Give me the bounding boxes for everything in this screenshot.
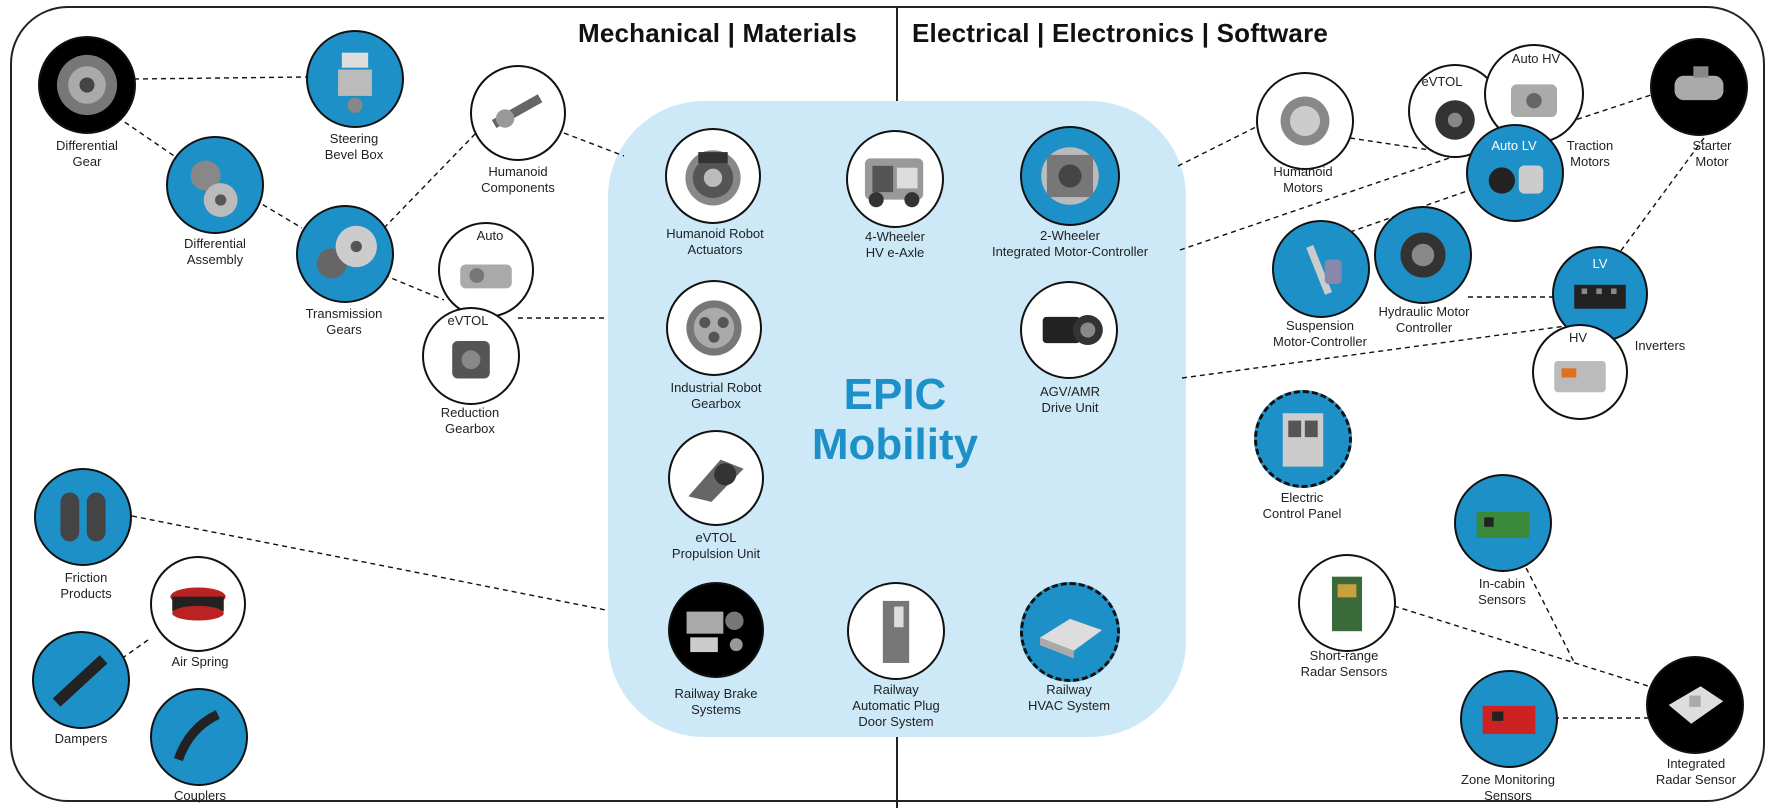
short-range-radar-icon [1298, 554, 1396, 652]
in-cabin-sensors-icon [1454, 474, 1552, 572]
railway-brake-systems-icon [668, 582, 764, 678]
label-dampers: Dampers [54, 731, 108, 746]
railway-door-system-icon [847, 582, 945, 680]
tag-lv: LV [1592, 256, 1608, 271]
evtol-reduction-gearbox-icon [422, 307, 520, 405]
hv-inverter-icon [1532, 324, 1628, 420]
electric-control-panel-icon [1254, 390, 1352, 488]
humanoid-motors-icon [1256, 72, 1354, 170]
link-air-spring-to-dampers [113, 639, 149, 665]
link-center-to-humanoid-motors [1177, 123, 1263, 167]
tag-auto-hv: Auto HV [1511, 51, 1561, 66]
link-humanoid-motors-to-traction [1349, 137, 1431, 151]
evtol-propulsion-unit-icon [668, 430, 764, 526]
center-title-line1: EPIC [843, 370, 947, 419]
steering-bevel-box-icon [306, 30, 404, 128]
tag-evtol-motor: eVTOL [1421, 74, 1463, 89]
auto-lv-traction-motor-icon [1466, 124, 1564, 222]
link-assembly-to-transmission [254, 199, 303, 229]
suspension-motor-controller-icon [1272, 220, 1370, 318]
tag-auto: Auto [476, 228, 504, 243]
dampers-icon [32, 631, 130, 729]
differential-assembly-icon [166, 136, 264, 234]
zone-monitoring-sensors-icon [1460, 670, 1558, 768]
two-wheeler-motor-icon [1020, 126, 1120, 226]
link-center-to-inverters [1181, 325, 1567, 379]
heading-electrical-electronics-software: Electrical | Electronics | Software [912, 18, 1329, 48]
tag-auto-lv: Auto LV [1491, 138, 1537, 153]
label-couplers: Couplers [173, 788, 227, 803]
center-title-line2: Mobility [811, 420, 979, 469]
couplers-icon [150, 688, 248, 786]
link-center-to-traction [1179, 154, 1459, 251]
industrial-robot-gearbox-icon [666, 280, 762, 376]
differential-gear-icon [38, 36, 136, 134]
link-starter-to-inverter [1619, 137, 1705, 253]
railway-hvac-system-icon [1020, 582, 1120, 682]
link-transmission-to-gearbox [383, 274, 445, 301]
four-wheeler-axle-icon [846, 130, 944, 228]
tag-evtol-gearbox: eVTOL [447, 313, 489, 328]
humanoid-robot-actuator-icon [665, 128, 761, 224]
link-humanoid-components-to-center [563, 132, 625, 157]
heading-mechanical-materials: Mechanical | Materials [578, 18, 858, 48]
tag-hv: HV [1568, 330, 1588, 345]
air-spring-icon [150, 556, 246, 652]
hydraulic-motor-controller-icon [1374, 206, 1472, 304]
humanoid-components-icon [470, 65, 566, 161]
auto-reduction-gearbox-icon [438, 222, 534, 318]
link-transmission-to-humanoid-components [383, 132, 477, 229]
transmission-gears-icon [296, 205, 394, 303]
integrated-radar-sensor-icon [1646, 656, 1744, 754]
friction-products-icon [34, 468, 132, 566]
center-title: EPIC Mobility [790, 370, 1000, 470]
link-differential-gear-to-steering [133, 76, 308, 80]
link-cabin-to-integrated-radar [1517, 551, 1575, 663]
agv-amr-drive-unit-icon [1020, 281, 1118, 379]
outer-frame [10, 6, 1765, 802]
label-air-spring: Air Spring [171, 654, 229, 669]
label-inverters: Inverters [1634, 338, 1686, 353]
starter-motor-icon [1650, 38, 1748, 136]
